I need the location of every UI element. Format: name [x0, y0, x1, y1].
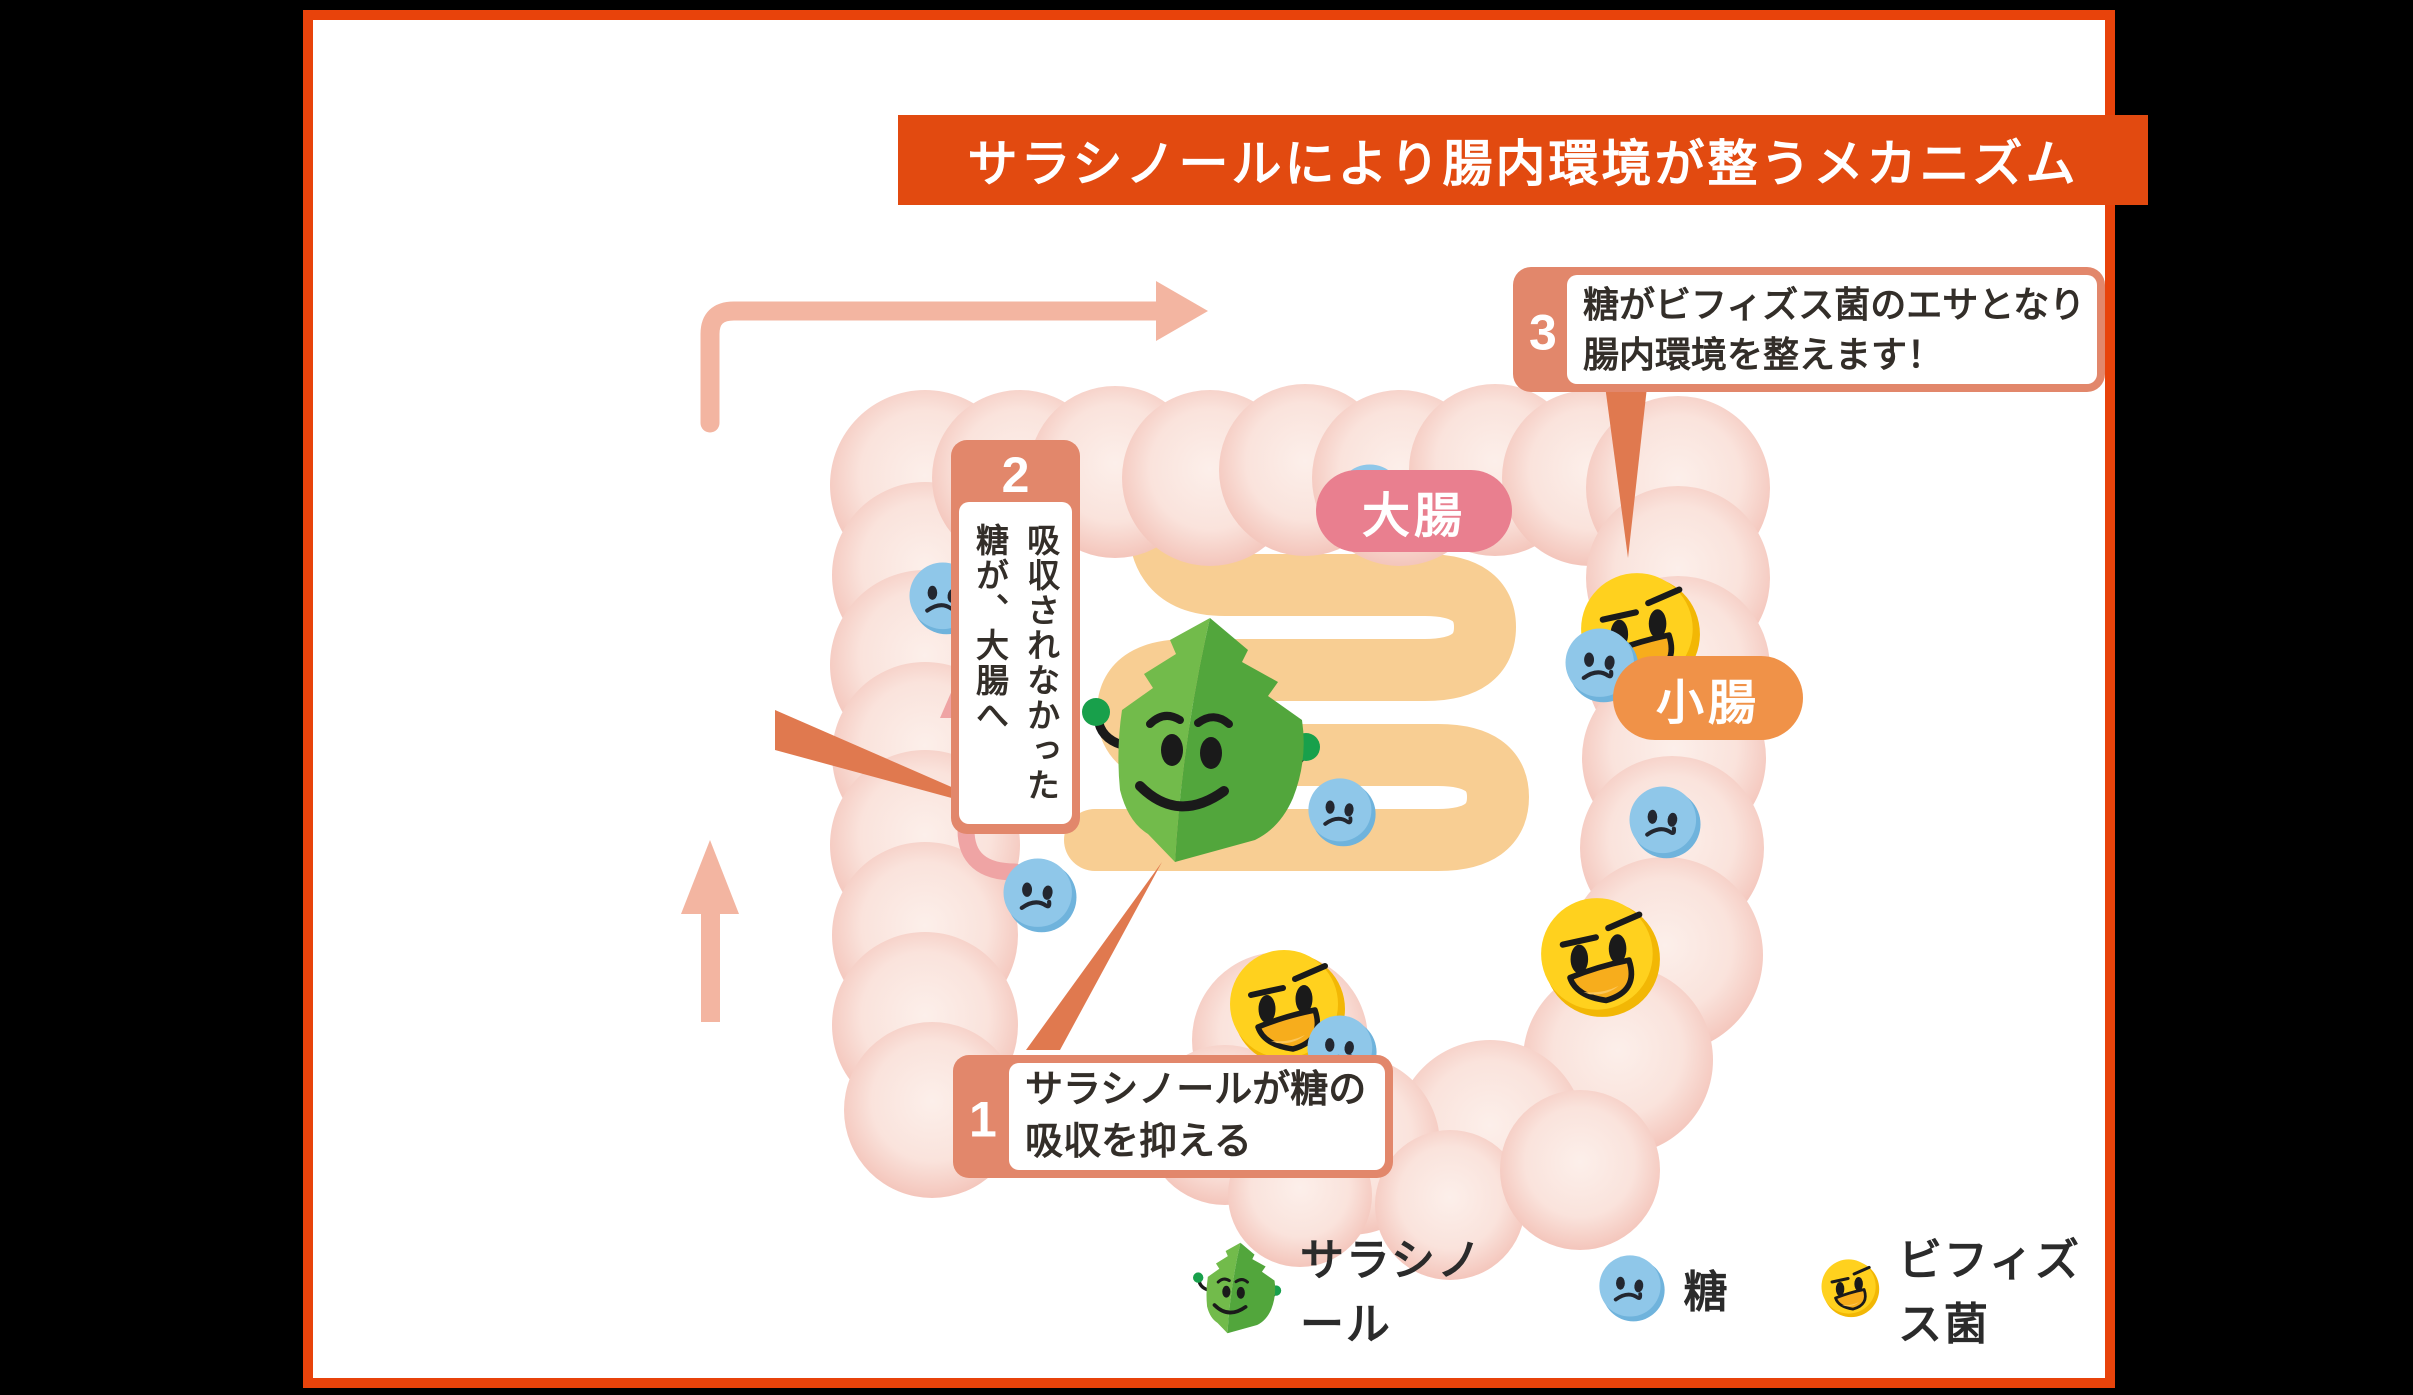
- legend-label: ビフィズス菌: [1897, 1235, 2082, 1349]
- title-banner: サラシノールにより腸内環境が整うメカニズム: [898, 115, 2148, 205]
- small-intestine-label: 小腸: [1655, 677, 1760, 730]
- step2-line2: 糖が、大腸へ: [971, 523, 1009, 733]
- large-intestine-label: 大腸: [1361, 490, 1466, 543]
- infographic-card: サラシノールにより腸内環境が整うメカニズム 大腸 小腸 3 糖がビフィズス菌のエ…: [303, 10, 2148, 1388]
- step1-line2: 吸収を抑える: [1025, 1120, 1252, 1163]
- step3-line1: 糖がビフィズス菌のエサとなり: [1583, 283, 2086, 325]
- callout1-tail: [1026, 862, 1162, 1050]
- callout-step2: 2 吸収されなかった 糖が、大腸へ: [951, 440, 1080, 834]
- step2-line1: 吸収されなかった: [1022, 523, 1060, 803]
- step2-vertical-text: 吸収されなかった 糖が、大腸へ: [964, 523, 1066, 803]
- salacinol-leaf-icon: [1193, 1224, 1282, 1352]
- legend-item-salacinol: サラシノール: [1193, 1224, 1507, 1352]
- bifidobacteria-face-icon: [1820, 1248, 1880, 1328]
- callout-step3: 3 糖がビフィズス菌のエサとなり 腸内環境を整えます！: [1513, 267, 2105, 392]
- legend-label: サラシノール: [1299, 1235, 1484, 1349]
- step3-line2: 腸内環境を整えます！: [1583, 333, 1944, 375]
- page-title: サラシノールにより腸内環境が整うメカニズム: [967, 136, 2079, 192]
- step1-line1: サラシノールが糖の: [1025, 1069, 1367, 1112]
- step2-to-step3-arrow: [700, 281, 1208, 433]
- step2-text-box: 吸収されなかった 糖が、大腸へ: [959, 502, 1072, 824]
- sugar-face-icon: [1598, 1254, 1666, 1322]
- step1-number: 1: [969, 1090, 997, 1147]
- callout-step1: 1 サラシノールが糖の 吸収を抑える: [953, 1055, 1393, 1178]
- step3-text-box: 糖がビフィズス菌のエサとなり 腸内環境を整えます！: [1567, 275, 2097, 384]
- step1-text-box: サラシノールが糖の 吸収を抑える: [1009, 1063, 1385, 1170]
- large-intestine-badge: 大腸: [1316, 470, 1512, 552]
- step1-to-step2-arrow: [681, 840, 739, 1022]
- step2-number: 2: [1001, 447, 1030, 503]
- legend-label: 糖: [1683, 1267, 1730, 1317]
- intestine-diagram: [681, 281, 1770, 1280]
- legend-item-sugar: 糖: [1598, 1254, 1730, 1322]
- step3-number: 3: [1529, 303, 1557, 360]
- small-intestine-badge: 小腸: [1613, 656, 1803, 740]
- legend: サラシノール 糖 ビフィズス菌: [1193, 1220, 2105, 1355]
- callout3-tail: [1604, 378, 1648, 558]
- legend-item-bifidobacteria: ビフィズス菌: [1820, 1224, 2105, 1352]
